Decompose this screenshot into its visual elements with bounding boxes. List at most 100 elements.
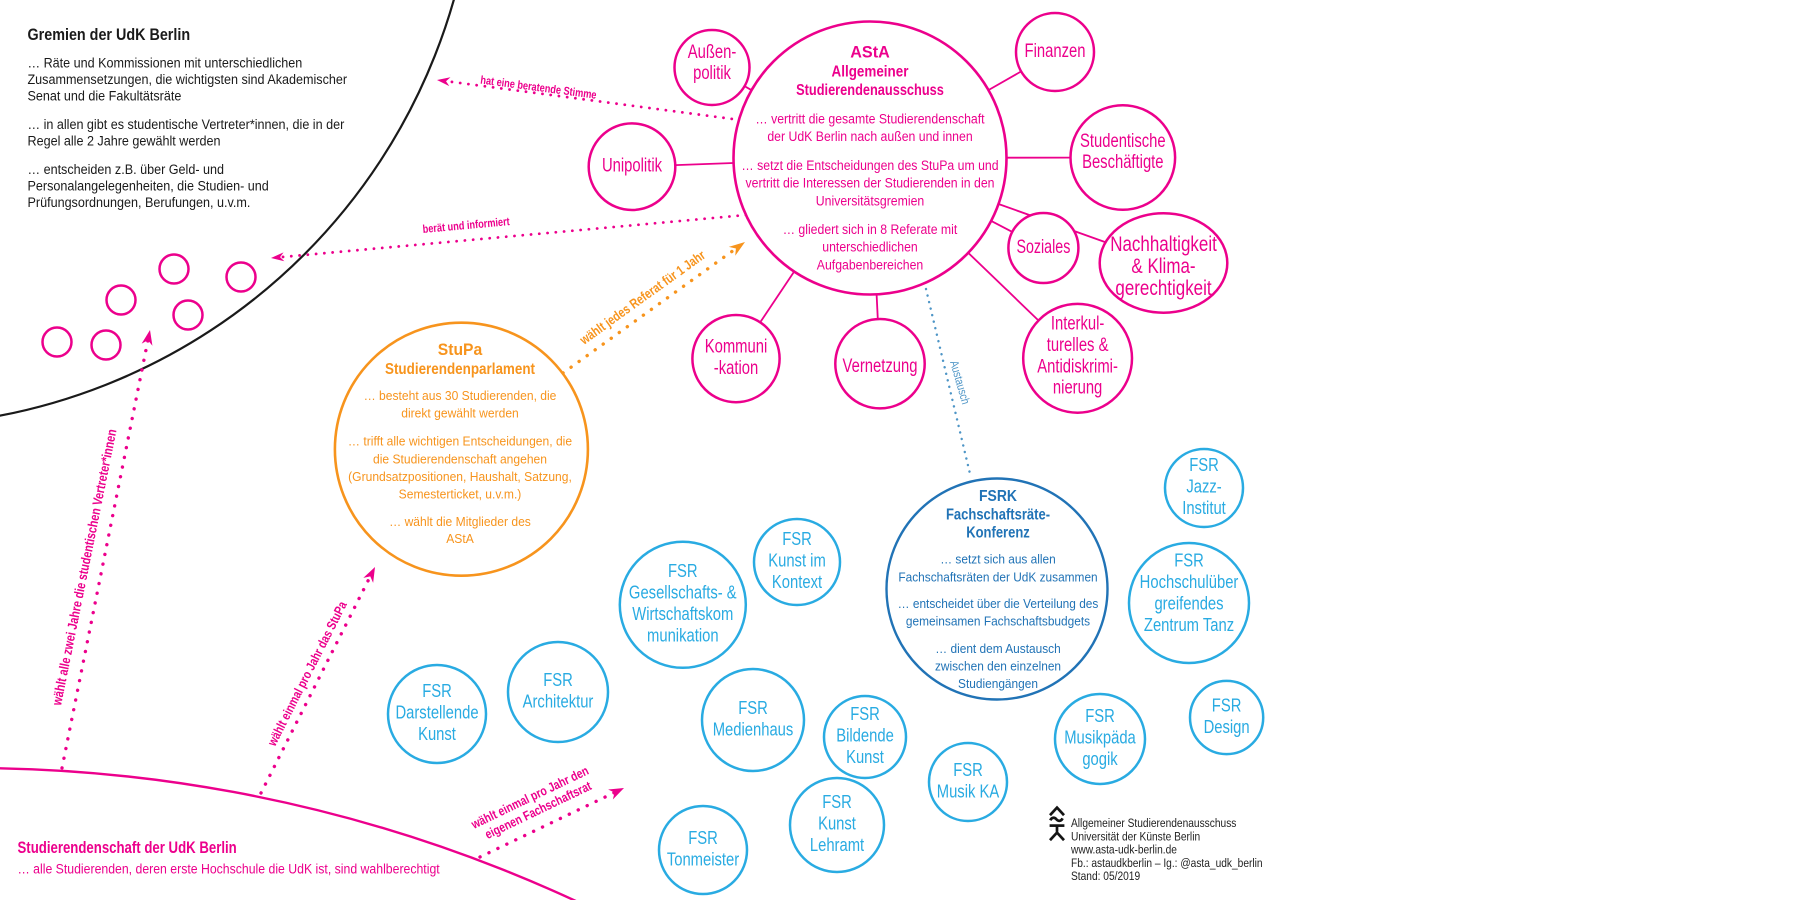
svg-text:Lehramt: Lehramt: [810, 834, 865, 855]
svg-text:Studiengängen: Studiengängen: [958, 677, 1038, 692]
svg-text:FSRK: FSRK: [979, 489, 1017, 506]
svg-text:gemeinsamen Fachschaftsbudgets: gemeinsamen Fachschaftsbudgets: [906, 614, 1090, 629]
svg-text:Fb.: astaudkberlin – Ig.: @ast: Fb.: astaudkberlin – Ig.: @asta_udk_berl…: [1071, 857, 1263, 870]
svg-text:Institut: Institut: [1182, 497, 1226, 518]
svg-text:Stand: 05/2019: Stand: 05/2019: [1071, 871, 1140, 884]
svg-text:Gesellschafts- &: Gesellschafts- &: [629, 582, 737, 603]
svg-text:… trifft alle wichtigen Entsch: … trifft alle wichtigen Entscheidungen, …: [348, 434, 572, 448]
svg-text:direkt gewählt werden: direkt gewählt werden: [401, 406, 519, 420]
svg-text:Regel alle 2 Jahre gewählt wer: Regel alle 2 Jahre gewählt werden: [28, 133, 221, 149]
svg-text:… entscheiden z.B. über Geld-: … entscheiden z.B. über Geld- und: [28, 161, 224, 177]
svg-text:StuPa: StuPa: [438, 340, 483, 358]
svg-text:Zusammensetzungen, die wichtig: Zusammensetzungen, die wichtigsten sind …: [28, 71, 348, 87]
svg-text:politik: politik: [693, 62, 731, 83]
svg-text:… setzt die Entscheidungen des: … setzt die Entscheidungen des StuPa um …: [741, 157, 998, 173]
svg-text:Senat und die Fakultätsräte: Senat und die Fakultätsräte: [28, 88, 182, 104]
svg-text:Musik KA: Musik KA: [937, 781, 1000, 802]
svg-text:Musikpäda: Musikpäda: [1064, 727, 1136, 748]
svg-text:Jazz-: Jazz-: [1186, 476, 1221, 497]
svg-text:vertritt die Interessen der St: vertritt die Interessen der Studierenden…: [746, 175, 995, 191]
svg-text:… besteht aus 30 Studierenden,: … besteht aus 30 Studierenden, die: [364, 389, 557, 403]
svg-text:FSR: FSR: [850, 703, 880, 724]
svg-text:Finanzen: Finanzen: [1025, 40, 1086, 61]
svg-text:Kontext: Kontext: [772, 571, 822, 592]
svg-text:Hochschulüber: Hochschulüber: [1140, 571, 1239, 592]
svg-text:FSR: FSR: [1085, 705, 1115, 726]
svg-text:FSR: FSR: [688, 827, 718, 848]
svg-text:AStA: AStA: [446, 532, 474, 546]
svg-text:Beschäftigte: Beschäftigte: [1082, 151, 1163, 172]
svg-text:Design: Design: [1204, 716, 1250, 737]
svg-text:… in allen gibt es studentisch: … in allen gibt es studentische Vertrete…: [28, 116, 345, 132]
svg-text:(Grundsatzpositionen, Haushalt: (Grundsatzpositionen, Haushalt, Satzung,: [348, 469, 572, 483]
svg-text:Prüfungsordnungen, Berufungen,: Prüfungsordnungen, Berufungen, u.v.m.: [28, 194, 251, 210]
svg-text:-kation: -kation: [714, 357, 758, 378]
svg-text:turelles &: turelles &: [1047, 334, 1109, 355]
svg-text:& Klima-: & Klima-: [1131, 254, 1195, 278]
svg-text:die Studierendenschaft angehen: die Studierendenschaft angehen: [373, 452, 547, 466]
svg-text:Semesterticket, u.v.m.): Semesterticket, u.v.m.): [399, 487, 522, 501]
svg-text:Interkul-: Interkul-: [1051, 313, 1104, 334]
svg-text:Universität der Künste Berlin: Universität der Künste Berlin: [1071, 831, 1200, 844]
svg-text:FSR: FSR: [543, 669, 573, 690]
svg-text:Tonmeister: Tonmeister: [667, 849, 740, 870]
svg-text:Nachhaltigkeit: Nachhaltigkeit: [1110, 232, 1217, 256]
svg-text:Antidiskrimi-: Antidiskrimi-: [1037, 356, 1118, 377]
svg-text:FSR: FSR: [1174, 550, 1204, 571]
svg-text:FSR: FSR: [822, 791, 852, 812]
svg-text:FSR: FSR: [953, 759, 983, 780]
svg-text:Studentische: Studentische: [1080, 130, 1166, 151]
svg-text:Personalangelegenheiten, die S: Personalangelegenheiten, die Studien- un…: [28, 178, 269, 194]
svg-text:Studierendenausschuss: Studierendenausschuss: [796, 82, 944, 100]
svg-text:… entscheidet über die Verteil: … entscheidet über die Verteilung des: [898, 597, 1099, 612]
svg-text:Universitätsgremien: Universitätsgremien: [816, 193, 924, 209]
svg-text:FSR: FSR: [1212, 695, 1242, 716]
svg-text:der UdK Berlin nach außen und: der UdK Berlin nach außen und innen: [767, 128, 972, 144]
svg-text:AStA: AStA: [850, 42, 889, 61]
svg-text:Soziales: Soziales: [1016, 236, 1070, 257]
svg-text:FSR: FSR: [782, 528, 812, 549]
svg-text:Medienhaus: Medienhaus: [713, 719, 794, 740]
svg-text:gogik: gogik: [1082, 748, 1118, 769]
svg-text:Allgemeiner: Allgemeiner: [832, 64, 909, 81]
svg-text:… dient dem Austausch: … dient dem Austausch: [935, 641, 1060, 656]
svg-text:Studierendenparlament: Studierendenparlament: [385, 361, 535, 378]
svg-text:Darstellende: Darstellende: [395, 702, 478, 723]
svg-text:Konferenz: Konferenz: [966, 524, 1030, 541]
svg-text:Kunst im: Kunst im: [768, 550, 826, 571]
svg-text:… wählt die Mitglieder des: … wählt die Mitglieder des: [389, 515, 531, 529]
svg-text:Unipolitik: Unipolitik: [602, 155, 662, 176]
svg-text:Architektur: Architektur: [523, 691, 594, 712]
svg-text:Studierendenschaft der UdK Ber: Studierendenschaft der UdK Berlin: [18, 839, 237, 858]
svg-text:Kunst: Kunst: [846, 746, 884, 767]
svg-text:FSR: FSR: [668, 561, 698, 582]
svg-text:unterschiedlichen: unterschiedlichen: [822, 239, 917, 255]
svg-text:munikation: munikation: [647, 625, 719, 646]
svg-text:zwischen den einzelnen: zwischen den einzelnen: [935, 659, 1061, 674]
svg-text:Aufgabenbereichen: Aufgabenbereichen: [817, 257, 923, 273]
svg-text:greifendes: greifendes: [1154, 593, 1223, 614]
svg-text:Zentrum Tanz: Zentrum Tanz: [1144, 614, 1234, 635]
svg-text:Allgemeiner Studierendenaussch: Allgemeiner Studierendenausschuss: [1071, 817, 1237, 830]
svg-text:… Räte und Kommissionen mit un: … Räte und Kommissionen mit unterschiedl…: [28, 55, 303, 71]
svg-text:Bildende: Bildende: [836, 725, 894, 746]
svg-text:nierung: nierung: [1053, 377, 1102, 398]
svg-text:gerechtigkeit: gerechtigkeit: [1115, 276, 1212, 300]
svg-text:… vertritt die gesamte Studier: … vertritt die gesamte Studierendenschaf…: [755, 111, 985, 127]
svg-text:Kunst: Kunst: [818, 813, 856, 834]
svg-text:FSR: FSR: [738, 697, 768, 718]
svg-text:… gliedert sich in 8 Referate: … gliedert sich in 8 Referate mit: [783, 221, 958, 237]
svg-text:Fachschaftsräten der UdK zusam: Fachschaftsräten der UdK zusammen: [898, 570, 1097, 585]
svg-text:Kunst: Kunst: [418, 723, 456, 744]
svg-text:Wirtschaftskom: Wirtschaftskom: [632, 604, 733, 625]
svg-text:www.asta-udk-berlin.de: www.asta-udk-berlin.de: [1070, 844, 1177, 857]
svg-text:FSR: FSR: [1189, 454, 1219, 475]
svg-text:Gremien der UdK Berlin: Gremien der UdK Berlin: [28, 26, 191, 44]
svg-text:… alle Studierenden, deren ers: … alle Studierenden, deren erste Hochsch…: [18, 861, 441, 877]
svg-text:Vernetzung: Vernetzung: [843, 355, 918, 376]
svg-text:FSR: FSR: [422, 680, 452, 701]
svg-text:Fachschaftsräte-: Fachschaftsräte-: [946, 507, 1050, 524]
svg-text:Außen-: Außen-: [688, 41, 737, 62]
svg-text:Kommuni: Kommuni: [705, 336, 768, 357]
svg-text:… setzt sich aus allen: … setzt sich aus allen: [940, 552, 1056, 567]
